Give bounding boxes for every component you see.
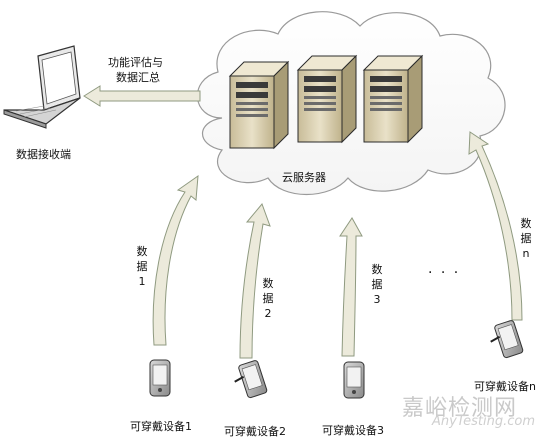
device-label-1: 可穿戴设备1 bbox=[130, 420, 192, 433]
data-arrow-2 bbox=[239, 203, 271, 359]
receiver-label: 数据接收端 bbox=[16, 148, 71, 161]
watermark-en: AnyTesting.com bbox=[432, 414, 536, 429]
device-label-3: 可穿戴设备3 bbox=[322, 424, 384, 437]
watermark-cn: 嘉峪检测网 bbox=[402, 396, 518, 421]
laptop-icon bbox=[3, 45, 81, 129]
server-icon bbox=[296, 54, 358, 144]
evaluation-arrow bbox=[83, 85, 201, 107]
server-icon bbox=[228, 60, 290, 150]
wearable-device-icon-3 bbox=[343, 361, 365, 399]
wearable-device-icon-n bbox=[490, 320, 524, 359]
wearable-device-icon-1 bbox=[149, 359, 171, 397]
cloud-label: 云服务器 bbox=[282, 171, 326, 184]
data-arrow-3 bbox=[339, 217, 363, 357]
device-label-n: 可穿戴设备n bbox=[474, 380, 536, 393]
data-arrow-n bbox=[468, 131, 523, 321]
ellipsis: · · · bbox=[428, 265, 461, 281]
wearable-device-icon-2 bbox=[234, 360, 268, 399]
evaluation-label-line1: 功能评估与 bbox=[108, 56, 163, 69]
server-icon bbox=[362, 54, 424, 144]
data-arrow-1 bbox=[152, 174, 199, 346]
device-label-2: 可穿戴设备2 bbox=[224, 425, 286, 438]
evaluation-label-line2: 数据汇总 bbox=[116, 71, 160, 84]
